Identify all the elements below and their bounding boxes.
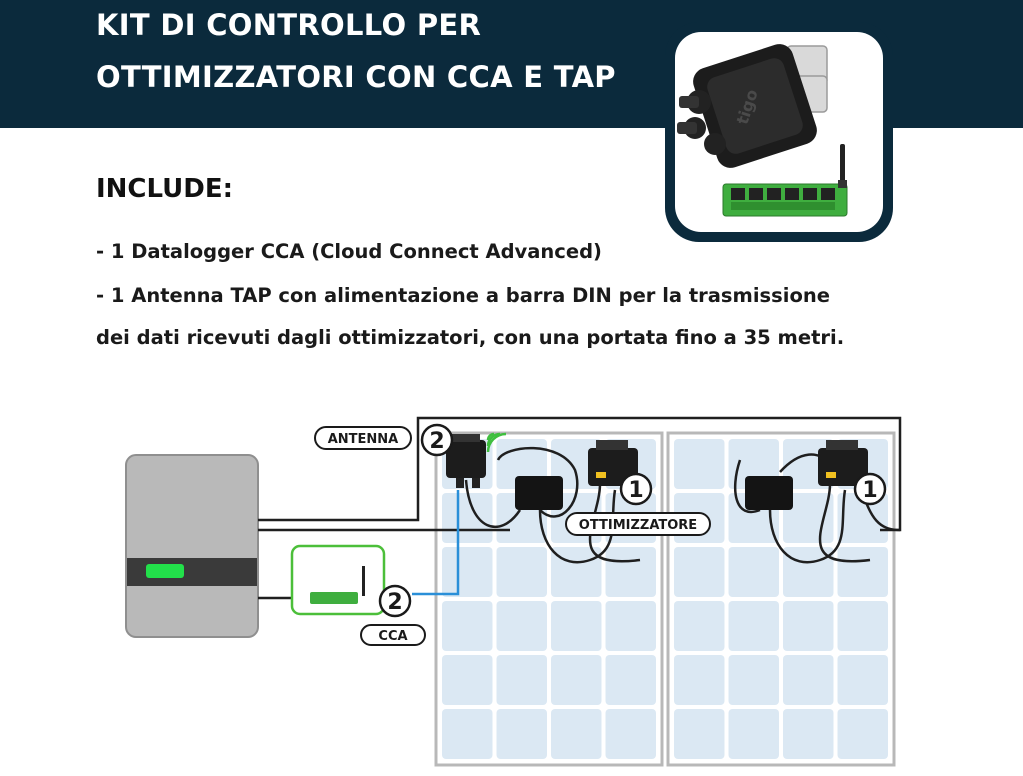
solar-cell <box>605 709 656 759</box>
solar-cell <box>728 709 779 759</box>
optimizer-right-junction <box>745 476 793 510</box>
solar-cell <box>674 439 725 489</box>
solar-cell <box>551 601 602 651</box>
solar-cell <box>674 709 725 759</box>
solar-cell <box>442 655 493 705</box>
antenna-number-badge: 2 <box>420 423 454 457</box>
cca-label: CCA <box>360 624 426 646</box>
optimizer-left-number-badge: 1 <box>619 472 653 506</box>
solar-cell <box>496 601 547 651</box>
solar-cell <box>605 655 656 705</box>
solar-cell <box>605 547 656 597</box>
inverter-status-led <box>146 564 184 578</box>
antenna-label: ANTENNA <box>314 426 412 450</box>
svg-text:1: 1 <box>628 478 643 503</box>
wireless-signal-icon <box>486 432 495 441</box>
svg-text:2: 2 <box>387 590 402 615</box>
optimizer-left <box>588 440 638 486</box>
product-image-frame: tigo <box>675 32 883 232</box>
svg-text:ANTENNA: ANTENNA <box>328 432 399 447</box>
cca-number-badge: 2 <box>378 584 412 618</box>
include-item-antenna-continued: dei dati ricevuti dagli ottimizzatori, c… <box>96 326 845 349</box>
solar-cell <box>783 601 834 651</box>
include-heading: INCLUDE: <box>96 174 234 204</box>
solar-cell <box>442 547 493 597</box>
tap-antenna-device <box>446 432 507 488</box>
solar-cell <box>551 655 602 705</box>
cca-datalogger <box>290 544 386 616</box>
optimizer-left-junction <box>515 476 563 510</box>
page-title-line-2: OTTIMIZZATORI CON CCA E TAP <box>96 60 616 94</box>
solar-cell <box>551 709 602 759</box>
svg-text:2: 2 <box>429 429 444 454</box>
solar-cell <box>551 547 602 597</box>
solar-cell <box>783 709 834 759</box>
ottimizzatore-label: OTTIMIZZATORE <box>565 512 711 536</box>
inverter <box>125 454 259 638</box>
solar-cell <box>728 601 779 651</box>
include-item-datalogger: - 1 Datalogger CCA (Cloud Connect Advanc… <box>96 240 602 263</box>
svg-text:OTTIMIZZATORE: OTTIMIZZATORE <box>579 518 697 533</box>
solar-cell <box>674 601 725 651</box>
data-cable <box>412 490 460 596</box>
solar-cell <box>728 547 779 597</box>
optimizer-right <box>818 440 868 486</box>
solar-cell <box>837 547 888 597</box>
solar-cell <box>496 547 547 597</box>
solar-cell <box>674 547 725 597</box>
product-illustration: tigo <box>677 44 848 217</box>
svg-text:CCA: CCA <box>378 629 407 644</box>
solar-cell <box>605 601 656 651</box>
tap-device-image: tigo <box>677 44 828 168</box>
product-image-card: tigo <box>665 22 893 242</box>
solar-cell <box>442 493 493 543</box>
solar-cell <box>783 655 834 705</box>
solar-cell <box>837 493 888 543</box>
solar-cell <box>442 601 493 651</box>
solar-cell <box>728 655 779 705</box>
solar-cell <box>496 655 547 705</box>
solar-cell <box>674 655 725 705</box>
include-item-antenna: - 1 Antenna TAP con alimentazione a barr… <box>96 284 830 307</box>
solar-cell <box>496 709 547 759</box>
solar-cell <box>442 709 493 759</box>
optimizer-right-number-badge: 1 <box>853 472 887 506</box>
solar-cell <box>837 601 888 651</box>
page-title-line-1: KIT DI CONTROLLO PER <box>96 8 482 42</box>
solar-cell <box>837 655 888 705</box>
solar-cell <box>837 709 888 759</box>
cca-device-image <box>722 144 848 217</box>
svg-text:1: 1 <box>862 478 877 503</box>
